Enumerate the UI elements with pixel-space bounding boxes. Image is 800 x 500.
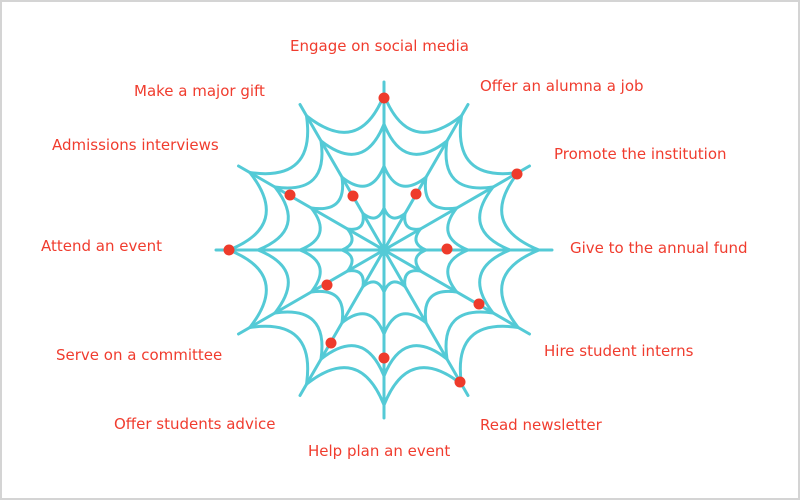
web-thread — [458, 114, 520, 176]
web-thread — [340, 164, 386, 188]
web-thread — [305, 366, 386, 407]
web-thread — [382, 312, 428, 336]
web-threads — [227, 93, 541, 407]
web-thread — [446, 248, 470, 294]
web-thread — [256, 185, 290, 252]
label-hire-student-interns: Hire student interns — [544, 342, 694, 360]
engagement-dot — [378, 92, 390, 104]
label-attend-an-event: Attend an event — [41, 237, 162, 255]
web-thread — [361, 280, 386, 294]
engagement-dot — [325, 337, 337, 349]
web-thread — [444, 139, 495, 190]
web-thread — [227, 171, 268, 252]
web-thread — [458, 324, 520, 386]
web-thread — [414, 248, 428, 273]
label-offer-students-advice: Offer students advice — [114, 415, 276, 433]
web-thread — [361, 206, 386, 220]
web-thread — [382, 344, 449, 378]
web-thread — [305, 93, 386, 134]
web-thread — [273, 139, 324, 190]
label-offer-an-alumna-a-job: Offer an alumna a job — [480, 77, 644, 95]
label-promote-the-institution: Promote the institution — [554, 145, 727, 163]
label-help-plan-an-event: Help plan an event — [308, 442, 451, 460]
web-thread — [500, 248, 541, 329]
web-thread — [248, 114, 310, 176]
web-thread — [309, 175, 345, 211]
web-thread — [423, 175, 459, 211]
web-thread — [382, 206, 407, 220]
engagement-dots — [223, 92, 523, 388]
engagement-dot — [473, 298, 485, 310]
label-make-a-major-gift: Make a major gift — [134, 82, 265, 100]
engagement-dot — [378, 352, 390, 364]
web-thread — [319, 344, 386, 378]
engagement-dot — [284, 189, 296, 201]
engagement-dot — [347, 190, 359, 202]
web-thread — [382, 366, 463, 407]
web-thread — [319, 122, 386, 156]
web-thread — [423, 289, 459, 325]
web-thread — [340, 227, 354, 252]
web-thread — [340, 248, 354, 273]
web-thread — [403, 212, 422, 231]
web-thread — [382, 122, 449, 156]
web-thread — [227, 248, 268, 329]
engagement-dot — [454, 376, 466, 388]
web-thread — [382, 164, 428, 188]
engagement-dot — [441, 243, 453, 255]
web-thread — [256, 248, 290, 315]
web-thread — [248, 324, 310, 386]
web-spokes — [214, 80, 554, 420]
web-thread — [382, 93, 463, 134]
label-read-newsletter: Read newsletter — [480, 416, 602, 434]
web-thread — [309, 289, 345, 325]
engagement-dot — [321, 279, 333, 291]
web-thread — [500, 171, 541, 252]
web-thread — [346, 212, 365, 231]
label-admissions-interviews: Admissions interviews — [52, 136, 219, 154]
web-thread — [382, 280, 407, 294]
label-give-to-the-annual-fund: Give to the annual fund — [570, 239, 748, 257]
web-thread — [298, 206, 322, 252]
web-thread — [346, 269, 365, 288]
engagement-dot — [511, 168, 523, 180]
label-engage-on-social-media: Engage on social media — [290, 37, 469, 55]
engagement-dot — [223, 244, 235, 256]
web-thread — [414, 227, 428, 252]
web-thread — [298, 248, 322, 294]
web-thread — [403, 269, 422, 288]
web-thread — [340, 312, 386, 336]
label-serve-on-a-committee: Serve on a committee — [56, 346, 223, 364]
web-thread — [444, 310, 495, 361]
web-thread — [446, 206, 470, 252]
web-thread — [478, 185, 512, 252]
engagement-dot — [410, 188, 422, 200]
web-thread — [478, 248, 512, 315]
web-thread — [273, 310, 324, 361]
